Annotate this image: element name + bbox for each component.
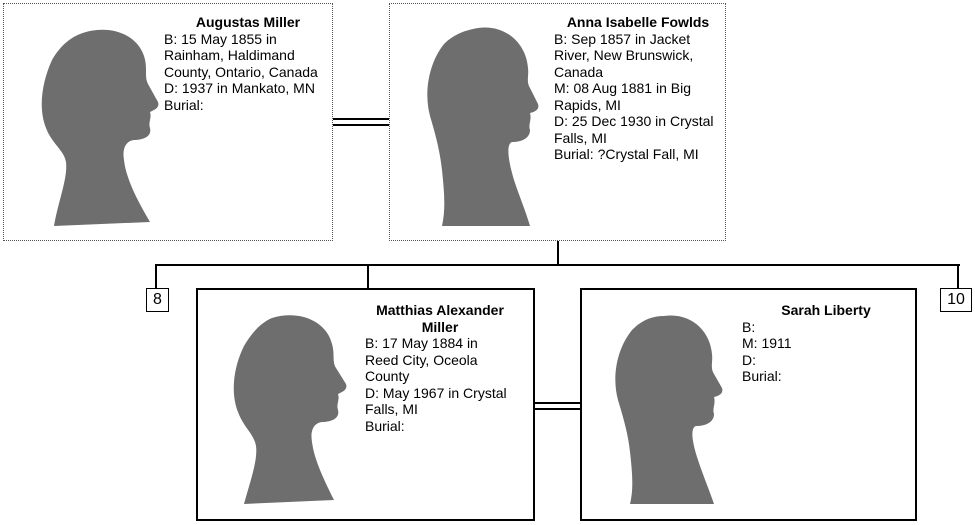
person-card-matthias-alexander-miller[interactable]: Matthias Alexander Miller B: 17 May 1884… [196,288,535,521]
sibling-drop-right [957,264,959,288]
sibling-link-10[interactable]: 10 [940,288,972,312]
person-name: Sarah Liberty [781,302,871,318]
sibling-line-horizontal [155,264,960,266]
birth-info: B: [742,318,756,335]
sibling-link-8[interactable]: 8 [146,288,169,312]
female-silhouette-icon [408,20,558,232]
person-name: Augustas Miller [195,14,301,30]
marriage-info: M: 1911 [742,335,792,351]
male-silhouette-icon [216,308,356,508]
birth-info: B: 15 May 1855 in Rainham, Haldimand Cou… [164,30,318,80]
death-info: D: 1937 in Mankato, MN [164,80,315,96]
burial-info: Burial: ?Crystal Fall, MI [554,146,699,162]
marriage-info: M: 08 Aug 1881 in Big Rapids, MI [554,80,691,113]
burial-info: Burial: [164,96,204,113]
marriage-connector-parents [333,124,389,126]
death-info: D: 25 Dec 1930 in Crystal Falls, MI [554,113,714,146]
death-info: D: May 1967 in Crystal Falls, MI [365,384,507,418]
marriage-connector-children [535,402,580,404]
marriage-connector-parents [333,118,389,120]
burial-info: Burial: [365,417,405,434]
female-silhouette-icon [600,308,740,508]
birth-info: B: Sep 1857 in Jacket River, New Brunswi… [554,30,694,80]
birth-info: B: 17 May 1884 in Reed City, Oceola Coun… [365,335,478,384]
person-card-sarah-liberty[interactable]: Sarah Liberty B: M: 1911 D: Burial: [580,288,917,521]
person-name: Anna Isabelle Fowlds [566,14,710,30]
male-silhouette-icon [18,22,168,232]
person-card-augustas-miller[interactable]: Augustas Miller B: 15 May 1855 in Rainha… [3,3,333,241]
person-card-anna-isabelle-fowlds[interactable]: Anna Isabelle Fowlds B: Sep 1857 in Jack… [389,3,726,241]
child-drop-line [367,264,369,288]
descent-line-vertical [557,241,559,265]
burial-info: Burial: [742,368,782,384]
death-info: D: [742,351,756,368]
person-name: Matthias Alexander Miller [376,302,504,335]
marriage-connector-children [535,408,580,410]
sibling-drop-left [155,264,157,288]
